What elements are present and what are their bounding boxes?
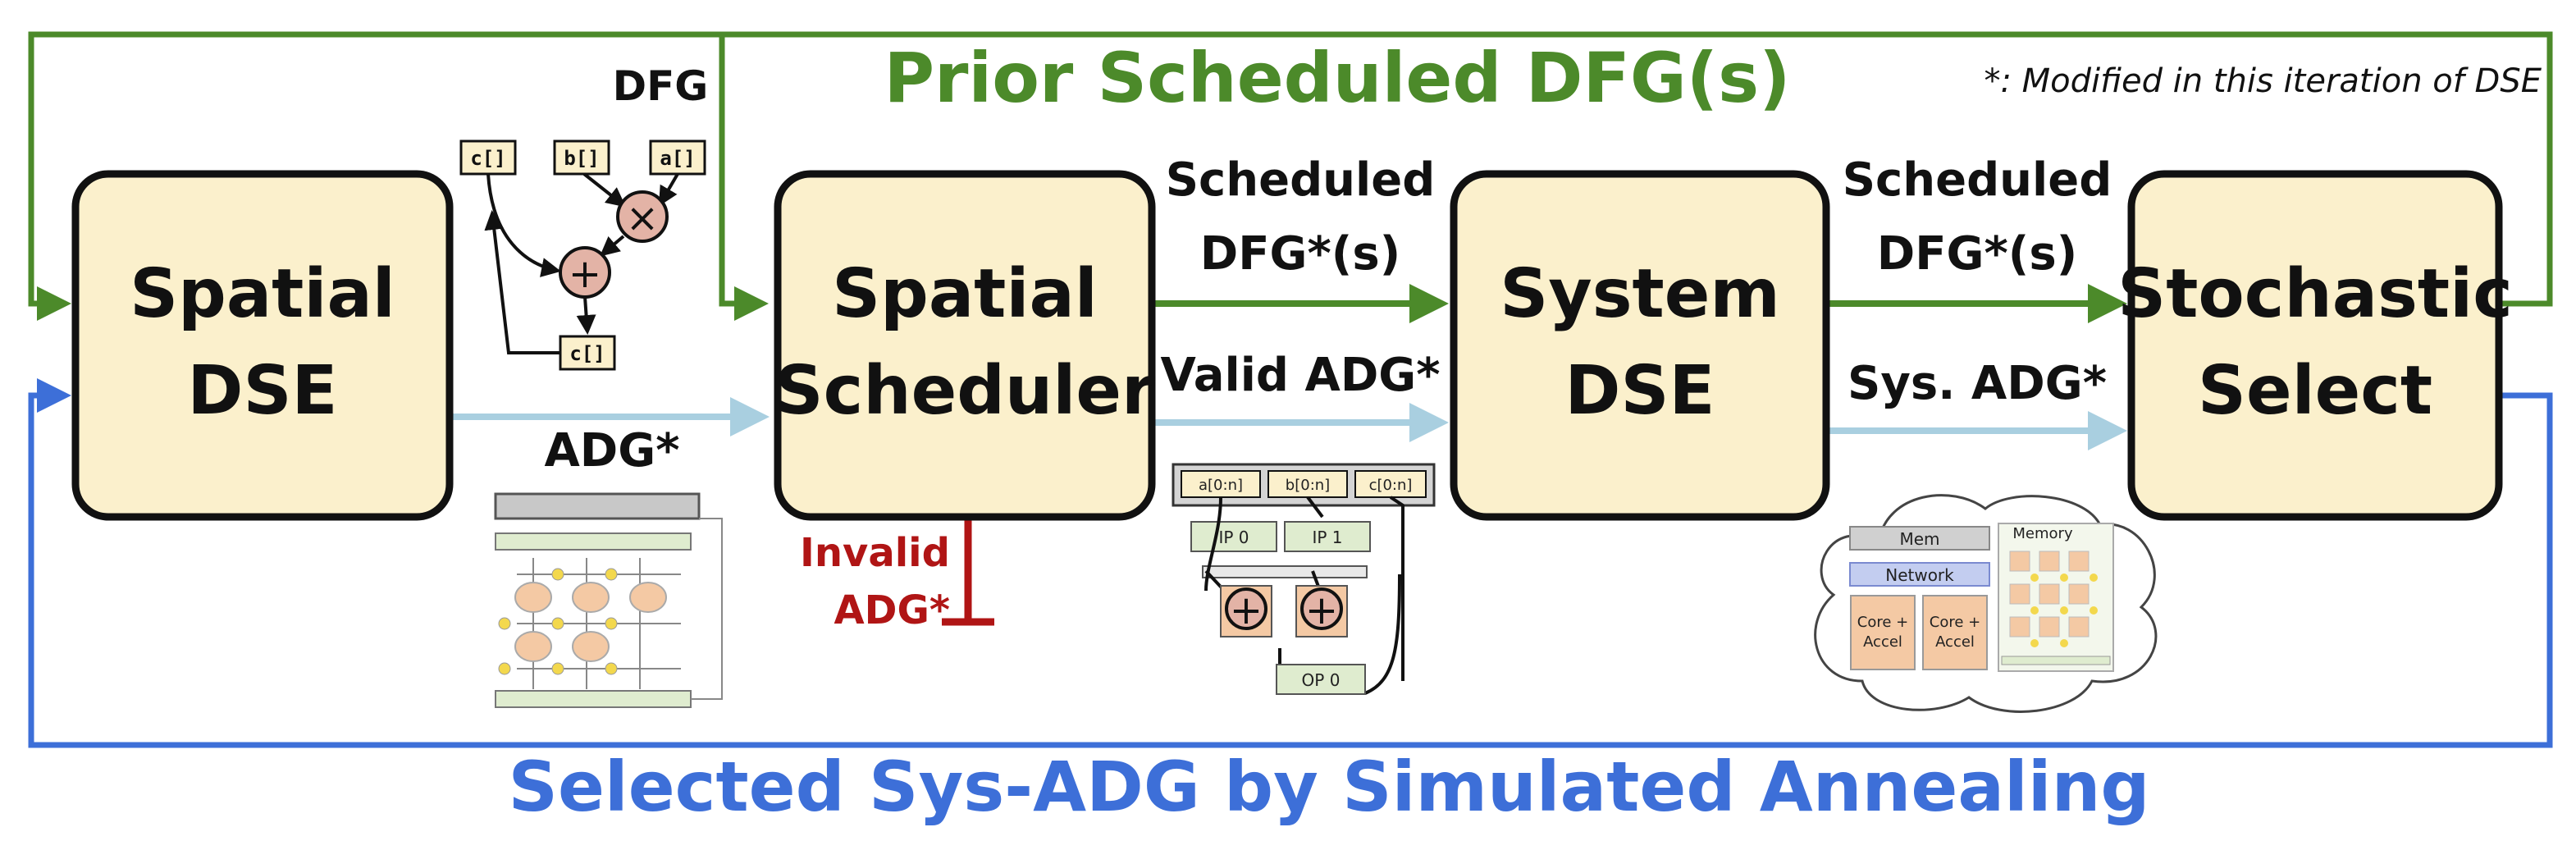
ip-1: IP 1 xyxy=(1312,528,1342,547)
system-dse-label-2: DSE xyxy=(1564,352,1715,430)
sys-adg-label: Sys. ADG* xyxy=(1848,357,2107,410)
spatial-dse-box: Spatial DSE xyxy=(71,170,454,521)
port-c: c[0:n] xyxy=(1369,477,1413,494)
sys-memory-label: Memory xyxy=(2012,525,2073,542)
spatial-dse-label-1: Spatial xyxy=(130,255,395,333)
op-0: OP 0 xyxy=(1302,670,1341,690)
core-accel-1-a: Core + xyxy=(1857,614,1908,631)
dfg-label: DFG xyxy=(613,62,709,110)
dfg-node-c-out: c[] xyxy=(569,342,605,365)
invalid-label-2: ADG* xyxy=(834,587,951,633)
prior-scheduled-dfg-title: Prior Scheduled DFG(s) xyxy=(884,38,1790,118)
sys-mem-label: Mem xyxy=(1899,529,1939,549)
stochastic-select-label-1: Stochastic xyxy=(2117,255,2513,333)
adg-fabric-inset xyxy=(494,492,723,708)
system-dse-box: System DSE xyxy=(1450,170,1830,521)
dfg-node-b: b[] xyxy=(564,147,599,170)
dfg-op-mul: × xyxy=(626,195,659,241)
spatial-scheduler-label-2: Scheduler xyxy=(775,352,1155,430)
valid-adg-label: Valid ADG* xyxy=(1160,349,1440,402)
sched-op-add-0: + xyxy=(1230,587,1263,633)
sys-network-label: Network xyxy=(1885,565,1954,585)
invalid-adg-reject xyxy=(942,517,994,626)
port-b: b[0:n] xyxy=(1286,477,1330,494)
stochastic-select-label-2: Select xyxy=(2198,352,2432,430)
system-dse-label-1: System xyxy=(1500,255,1780,333)
selected-sys-adg-feedback xyxy=(28,378,2553,748)
sched-op-add-1: + xyxy=(1305,587,1338,633)
scheduled-dfg-label-1b: DFG*(s) xyxy=(1200,227,1401,281)
system-inset: Mem Network Core + Accel Core + Accel Me… xyxy=(1814,494,2158,713)
selected-sys-adg-title: Selected Sys-ADG by Simulated Annealing xyxy=(508,747,2149,827)
core-accel-2-b: Accel xyxy=(1935,633,1975,651)
prior-scheduled-dfg-feedback xyxy=(28,31,2553,321)
stochastic-select-box: Stochastic Select xyxy=(2117,170,2513,521)
core-accel-1-b: Accel xyxy=(1863,633,1902,651)
scheduled-dfg-label-2a: Scheduled xyxy=(1843,153,2112,207)
dfg-op-add: + xyxy=(569,251,601,297)
schedule-inset: a[0:n] b[0:n] c[0:n] IP 0 IP 1 + + OP 0 xyxy=(1172,463,1436,695)
dfg-node-c-in: c[] xyxy=(470,147,505,170)
scheduled-dfg-label-1a: Scheduled xyxy=(1166,153,1436,207)
adg-label: ADG* xyxy=(544,424,679,478)
scheduled-dfg-label-2b: DFG*(s) xyxy=(1877,227,2078,281)
spatial-scheduler-label-1: Spatial xyxy=(832,255,1098,333)
port-a: a[0:n] xyxy=(1199,477,1243,494)
spatial-scheduler-box: Spatial Scheduler xyxy=(774,170,1156,521)
dfg-node-a: a[] xyxy=(660,147,695,170)
modified-note: *: Modified in this iteration of DSE xyxy=(1984,62,2542,100)
invalid-label-1: Invalid xyxy=(800,530,950,576)
ip-0: IP 0 xyxy=(1218,528,1249,547)
spatial-dse-label-2: DSE xyxy=(187,352,337,430)
dfg-inset: DFG c[] b[] a[] c[] × + xyxy=(459,62,709,371)
core-accel-2-a: Core + xyxy=(1930,614,1980,631)
